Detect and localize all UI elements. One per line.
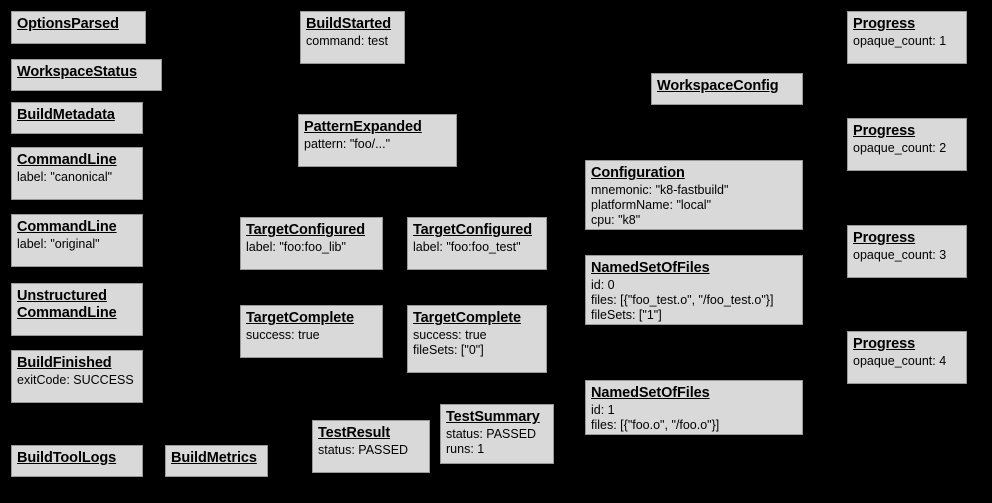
event-node-title: BuildToolLogs xyxy=(17,450,117,466)
event-node-title: TargetComplete xyxy=(413,310,521,326)
event-node-progress-2[interactable]: Progress opaque_count: 2 xyxy=(847,118,967,171)
event-node-pattern-expanded[interactable]: PatternExpanded pattern: "foo/..." xyxy=(298,114,457,167)
event-node-title: CommandLine xyxy=(17,219,117,235)
event-node-fields: exitCode: SUCCESS xyxy=(17,373,134,387)
event-node-fields: label: "foo:foo_test" xyxy=(413,240,521,254)
event-node-fields: id: 0 files: [{"foo_test.o", "/foo_test.… xyxy=(591,278,774,322)
event-node-fields: label: "original" xyxy=(17,237,100,251)
event-node-title: WorkspaceStatus xyxy=(17,64,137,80)
event-node-test-summary[interactable]: TestSummary status: PASSED runs: 1 xyxy=(440,404,554,464)
event-node-command-line-canonical[interactable]: CommandLine label: "canonical" xyxy=(11,147,143,200)
event-node-target-complete-test[interactable]: TargetComplete success: true fileSets: ["… xyxy=(407,305,547,373)
event-node-fields: pattern: "foo/..." xyxy=(304,137,391,151)
event-node-target-configured-test[interactable]: TargetConfigured label: "foo:foo_test" xyxy=(407,217,547,270)
event-node-workspace-config[interactable]: WorkspaceConfig xyxy=(651,73,803,105)
event-node-title: NamedSetOfFiles xyxy=(591,260,710,276)
event-node-title: BuildMetrics xyxy=(171,450,257,466)
event-node-fields: label: "foo:foo_lib" xyxy=(246,240,346,254)
event-node-title: Progress xyxy=(853,336,916,352)
event-node-target-configured-lib[interactable]: TargetConfigured label: "foo:foo_lib" xyxy=(240,217,383,270)
event-node-title: Configuration xyxy=(591,165,685,181)
event-node-title: TestResult xyxy=(318,425,391,441)
event-node-fields: mnemonic: "k8-fastbuild" platformName: "… xyxy=(591,183,729,227)
event-node-fields: status: PASSED xyxy=(318,443,409,457)
event-node-build-tool-logs[interactable]: BuildToolLogs xyxy=(11,445,143,477)
event-node-fields: success: true fileSets: ["0"] xyxy=(413,328,487,357)
event-node-configuration[interactable]: Configuration mnemonic: "k8-fastbuild" pl… xyxy=(585,160,803,230)
event-node-title: BuildFinished xyxy=(17,355,112,371)
event-node-title: TargetConfigured xyxy=(246,222,365,238)
event-node-fields: opaque_count: 3 xyxy=(853,248,947,262)
event-node-test-result[interactable]: TestResult status: PASSED xyxy=(312,420,430,473)
event-node-fields: label: "canonical" xyxy=(17,170,113,184)
event-node-title: NamedSetOfFiles xyxy=(591,385,710,401)
event-node-title: OptionsParsed xyxy=(17,16,119,32)
event-node-title: PatternExpanded xyxy=(304,119,422,135)
event-node-title: TargetComplete xyxy=(246,310,354,326)
event-node-fields: command: test xyxy=(306,34,388,48)
event-node-fields: opaque_count: 2 xyxy=(853,141,947,155)
event-node-title: TargetConfigured xyxy=(413,222,532,238)
event-node-title: Progress xyxy=(853,230,916,246)
event-node-title: CommandLine xyxy=(17,152,117,168)
event-node-title: Progress xyxy=(853,16,916,32)
event-node-progress-4[interactable]: Progress opaque_count: 4 xyxy=(847,331,967,384)
event-node-progress-3[interactable]: Progress opaque_count: 3 xyxy=(847,225,967,278)
event-node-build-finished[interactable]: BuildFinished exitCode: SUCCESS xyxy=(11,350,143,403)
event-node-title: TestSummary xyxy=(446,409,540,425)
event-node-named-set-of-files-1[interactable]: NamedSetOfFiles id: 1 files: [{"foo.o", "… xyxy=(585,380,803,435)
event-node-named-set-of-files-0[interactable]: NamedSetOfFiles id: 0 files: [{"foo_test.… xyxy=(585,255,803,325)
event-node-title: WorkspaceConfig xyxy=(657,78,779,94)
event-node-workspace-status[interactable]: WorkspaceStatus xyxy=(11,59,162,91)
event-node-target-complete-lib[interactable]: TargetComplete success: true xyxy=(240,305,383,358)
event-node-title: BuildStarted xyxy=(306,16,392,32)
event-node-fields: opaque_count: 4 xyxy=(853,354,947,368)
event-node-fields: status: PASSED runs: 1 xyxy=(446,427,537,456)
event-node-fields: success: true xyxy=(246,328,320,342)
event-node-build-metadata[interactable]: BuildMetadata xyxy=(11,102,143,134)
event-node-title: BuildMetadata xyxy=(17,107,115,123)
event-node-progress-1[interactable]: Progress opaque_count: 1 xyxy=(847,11,967,64)
event-node-fields: opaque_count: 1 xyxy=(853,34,947,48)
event-node-fields: id: 1 files: [{"foo.o", "/foo.o"}] xyxy=(591,403,720,432)
event-node-title: Progress xyxy=(853,123,916,139)
event-node-command-line-original[interactable]: CommandLine label: "original" xyxy=(11,214,143,267)
event-node-build-started[interactable]: BuildStarted command: test xyxy=(300,11,405,64)
event-node-title: Unstructured CommandLine xyxy=(17,288,117,321)
event-node-unstructured-command-line[interactable]: Unstructured CommandLine xyxy=(11,283,143,336)
event-node-build-metrics[interactable]: BuildMetrics xyxy=(165,445,268,477)
event-node-options-parsed[interactable]: OptionsParsed xyxy=(11,11,146,44)
